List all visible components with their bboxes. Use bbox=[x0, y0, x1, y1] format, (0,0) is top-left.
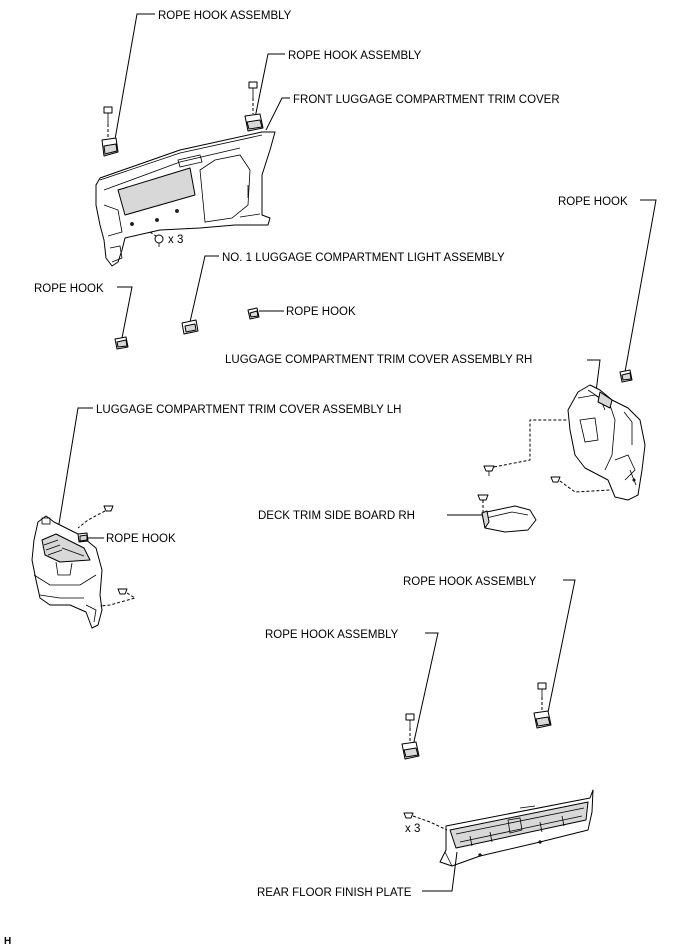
leader-rope-hook-right bbox=[624, 199, 657, 373]
label-rope-hook-assembly-lower-center: ROPE HOOK ASSEMBLY bbox=[265, 629, 399, 641]
trim-cover-lh-clip-part bbox=[77, 505, 137, 607]
label-trim-cover-rh: LUGGAGE COMPARTMENT TRIM COVER ASSEMBLY … bbox=[225, 354, 532, 366]
label-deck-trim-side-board-rh: DECK TRIM SIDE BOARD RH bbox=[258, 510, 415, 522]
trim-cover-rh-part bbox=[567, 384, 646, 501]
rope-hook-assembly-lower-center-part bbox=[401, 713, 420, 760]
corner-mark: H bbox=[4, 936, 11, 947]
label-rope-hook-assembly-top-center: ROPE HOOK ASSEMBLY bbox=[288, 50, 422, 62]
rope-hook-assembly-top-center-part bbox=[244, 81, 264, 132]
leader-rope-hook-assembly-lower-right bbox=[547, 579, 576, 713]
leader-front-luggage-trim-cover bbox=[265, 97, 290, 131]
rope-hook-lh-part bbox=[77, 532, 89, 543]
rope-hook-assembly-top-left-part bbox=[101, 106, 119, 157]
rope-hook-center-part bbox=[247, 307, 260, 320]
label-rope-hook-center: ROPE HOOK bbox=[286, 306, 356, 318]
rear-floor-plate-clip-part bbox=[403, 812, 448, 831]
front-cover-clip-part bbox=[149, 231, 164, 247]
leader-rear-floor-finish-plate bbox=[422, 851, 458, 892]
leader-no1-luggage-light bbox=[189, 255, 219, 323]
label-no1-luggage-light: NO. 1 LUGGAGE COMPARTMENT LIGHT ASSEMBLY bbox=[222, 252, 505, 264]
leader-rope-hook-assembly-lower-center bbox=[412, 632, 439, 747]
label-rope-hook-right: ROPE HOOK bbox=[558, 196, 628, 208]
label-rear-floor-finish-plate: REAR FLOOR FINISH PLATE bbox=[257, 887, 412, 899]
label-qty-rear-clips: x 3 bbox=[405, 823, 420, 835]
front-luggage-trim-cover-part bbox=[95, 131, 276, 267]
leader-rope-hook-left bbox=[117, 286, 133, 339]
label-rope-hook-assembly-lower-right: ROPE HOOK ASSEMBLY bbox=[403, 576, 537, 588]
rope-hook-assembly-lower-right-part bbox=[533, 682, 552, 729]
label-trim-cover-lh: LUGGAGE COMPARTMENT TRIM COVER ASSEMBLY … bbox=[96, 404, 401, 416]
rope-hook-right-part bbox=[619, 369, 633, 383]
label-rope-hook-lh: ROPE HOOK bbox=[106, 533, 176, 545]
label-rope-hook-assembly-top-left: ROPE HOOK ASSEMBLY bbox=[158, 10, 292, 22]
leader-rope-hook-assembly-top-left bbox=[113, 13, 155, 146]
label-front-luggage-trim-cover: FRONT LUGGAGE COMPARTMENT TRIM COVER bbox=[293, 94, 560, 106]
trim-cover-rh-clip-part bbox=[483, 419, 611, 493]
no1-luggage-light-part bbox=[181, 319, 199, 335]
leader-rope-hook-assembly-top-center bbox=[254, 53, 285, 119]
rope-hook-left-part bbox=[114, 336, 129, 350]
deck-trim-side-board-rh-part bbox=[477, 494, 537, 533]
label-qty-front-clips: x 3 bbox=[168, 234, 183, 246]
rear-floor-finish-plate-part bbox=[439, 789, 594, 867]
label-rope-hook-left: ROPE HOOK bbox=[34, 283, 104, 295]
trim-cover-lh-part bbox=[31, 515, 103, 629]
leader-trim-cover-rh bbox=[587, 359, 601, 393]
leader-trim-cover-lh bbox=[57, 407, 93, 531]
